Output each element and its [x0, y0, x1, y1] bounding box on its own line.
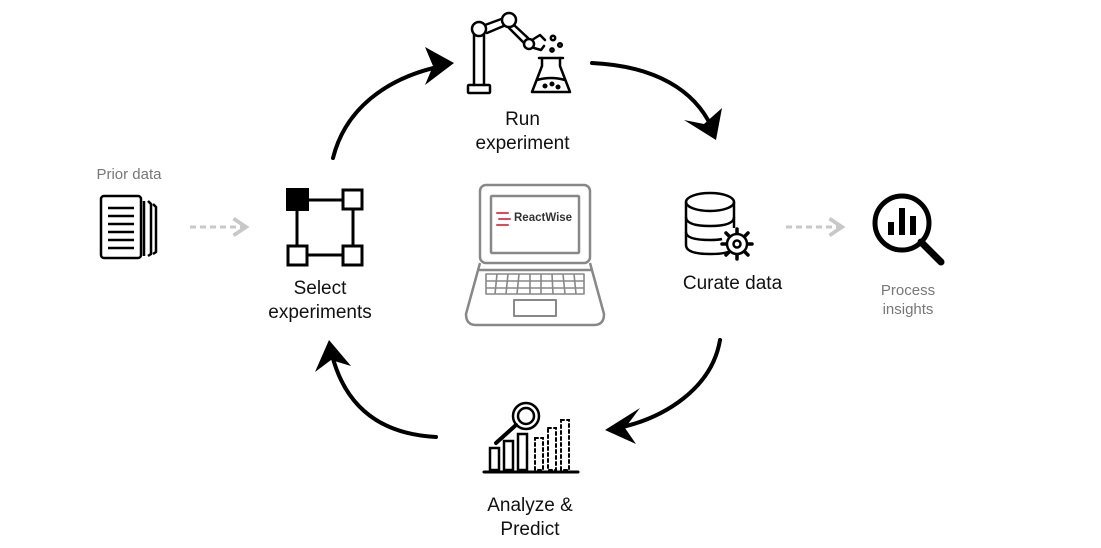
prior-data-label: Prior data [78, 166, 180, 185]
arrow-analyze-to-select [315, 340, 438, 439]
process-insights-line1: Process [880, 282, 936, 299]
arrow-select-to-run [331, 47, 454, 160]
arrow-run-to-curate [590, 61, 722, 140]
select-label-line1: Select [293, 278, 347, 299]
analyze-chart-icon [482, 401, 580, 474]
arrow-curate-to-analyze [605, 338, 722, 444]
run-experiment-label: Run experiment [455, 108, 590, 156]
analyze-label-line2: Predict [500, 518, 560, 540]
select-label-line2: experiments [268, 301, 372, 323]
process-insights-line2: insights [882, 300, 934, 318]
select-experiments-label: Select experiments [250, 277, 390, 325]
document-stack-icon [99, 194, 158, 260]
select-grid-icon [286, 188, 364, 267]
reactwise-brand-text: ReactWise [514, 212, 573, 224]
database-gear-icon [684, 191, 754, 261]
search-chart-icon [872, 193, 945, 266]
analyze-label-line1: Analyze & [487, 495, 573, 516]
laptop-icon [464, 183, 606, 327]
run-label-line1: Run [505, 109, 540, 130]
process-insights-label: Process insights [858, 282, 958, 320]
curate-data-label: Curate data [660, 272, 805, 296]
analyze-predict-label: Analyze & Predict [460, 494, 600, 542]
prior-data-text: Prior data [96, 166, 162, 183]
robot-arm-flask-icon [466, 11, 572, 95]
curate-label-line1: Curate data [682, 273, 783, 294]
run-label-line2: experiment [475, 132, 570, 154]
reactwise-logo-icon [496, 212, 511, 226]
